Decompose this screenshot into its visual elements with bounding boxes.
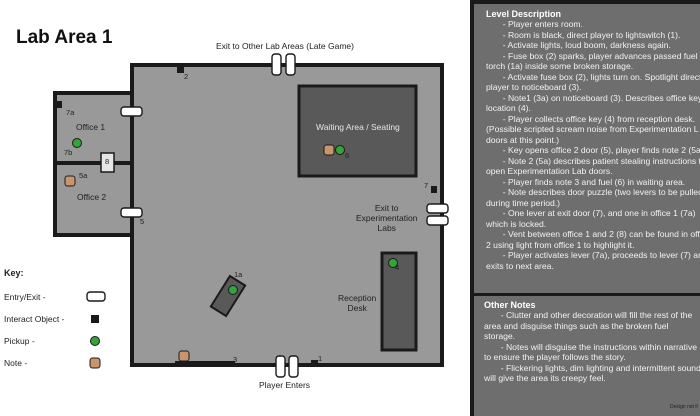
- marker-7: 7: [424, 181, 429, 190]
- key-pickup-icon: [90, 336, 100, 346]
- pickup-fuel-icon: [228, 285, 238, 295]
- key-entry-exit-label: Entry/Exit -: [4, 292, 46, 302]
- marker-5: 5: [140, 217, 145, 226]
- marker-7b: 7b: [64, 148, 73, 157]
- fuse-box-icon: [177, 66, 184, 73]
- marker-1a: 1a: [234, 270, 243, 279]
- noticeboard: [175, 361, 235, 366]
- door-office-2: [120, 207, 143, 218]
- note-waiting-icon: [323, 144, 335, 156]
- office-1-label: Office 1: [76, 122, 106, 132]
- door-office-1: [120, 106, 143, 117]
- player-enters-label: Player Enters: [259, 380, 311, 390]
- lever-7a-icon: [56, 101, 62, 108]
- key-title: Key:: [4, 268, 24, 278]
- note-5a-icon: [64, 175, 76, 187]
- waiting-area: [297, 84, 418, 178]
- door-top-left: [271, 53, 282, 76]
- note-3a-icon: [178, 350, 190, 362]
- marker-6: 6: [345, 151, 350, 160]
- marker-8: 8: [105, 157, 110, 166]
- door-bottom-left: [275, 355, 286, 378]
- marker-1: 1: [318, 354, 323, 363]
- key-note-label: Note -: [4, 358, 28, 368]
- marker-5a: 5a: [79, 171, 88, 180]
- marker-3: 3: [233, 355, 238, 364]
- marker-4: 4: [395, 263, 400, 272]
- level-map: [53, 53, 449, 378]
- office-2-label: Office 2: [77, 192, 107, 202]
- key-interact-label: Interact Object -: [4, 314, 65, 324]
- key-interact-icon: [91, 315, 99, 323]
- key-pickup-label: Pickup -: [4, 336, 35, 346]
- reception-label: Reception Desk: [338, 293, 377, 313]
- waiting-area-label: Waiting Area / Seating: [316, 122, 400, 132]
- level-description-heading: Level Description: [486, 9, 562, 19]
- pickup-office1-icon: [72, 138, 82, 148]
- reception-desk: [380, 251, 418, 352]
- lever-7-icon: [431, 186, 437, 193]
- exit-top-label: Exit to Other Lab Areas (Late Game): [216, 41, 354, 51]
- marker-7a: 7a: [66, 108, 75, 117]
- other-notes-text: - Clutter and other decoration will fill…: [484, 310, 700, 383]
- map-title: Lab Area 1: [16, 27, 113, 48]
- door-top-right: [285, 53, 296, 76]
- other-notes-heading: Other Notes: [484, 300, 536, 310]
- marker-2: 2: [184, 72, 189, 81]
- key-note-icon: [89, 357, 101, 369]
- lightswitch-icon: [311, 360, 318, 367]
- level-description-panel: Level Description - Player enters room. …: [474, 4, 700, 293]
- pickup-waiting-icon: [335, 145, 345, 155]
- door-bottom-right: [288, 355, 299, 378]
- exit-right-label: Exit to Experimentation Labs: [356, 203, 418, 233]
- pickup-key-icon: [388, 258, 398, 268]
- door-exit-right-bottom: [426, 215, 449, 226]
- office-2-room: [53, 161, 134, 237]
- other-notes-panel: Other Notes - Clutter and other decorati…: [474, 296, 700, 416]
- broken-storage: [209, 274, 247, 318]
- key-door-icon: [86, 291, 106, 302]
- level-description-text: - Player enters room. - Room is black, d…: [486, 19, 700, 271]
- door-exit-right-top: [426, 203, 449, 214]
- vent: [100, 152, 115, 173]
- design-credit: Design not fi: [670, 404, 698, 410]
